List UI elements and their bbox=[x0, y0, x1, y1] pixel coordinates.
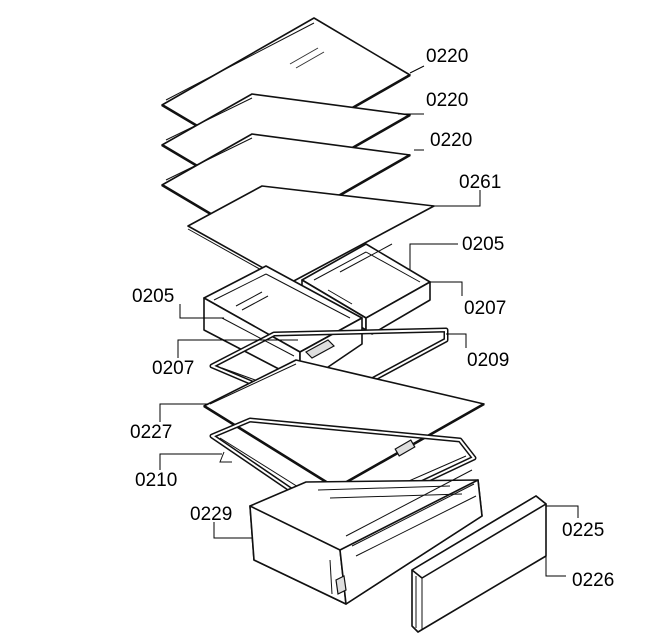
callout-0209: 0209 bbox=[467, 350, 509, 371]
callout-0261: 0261 bbox=[459, 172, 501, 193]
callout-0225: 0225 bbox=[562, 520, 604, 541]
callout-0207-right: 0207 bbox=[464, 298, 506, 319]
callout-labels: 0220 0220 0220 0261 0205 0205 0207 0207 … bbox=[130, 46, 614, 591]
callout-0229: 0229 bbox=[190, 504, 232, 525]
callout-0205-left: 0205 bbox=[132, 286, 174, 307]
crisper-bin bbox=[249, 469, 483, 605]
callout-0207-left: 0207 bbox=[152, 358, 194, 379]
callout-0220-third: 0220 bbox=[430, 130, 472, 151]
callout-0227: 0227 bbox=[130, 422, 172, 443]
callout-0220-second: 0220 bbox=[426, 90, 468, 111]
callout-leaders bbox=[159, 65, 579, 577]
callout-0210: 0210 bbox=[135, 470, 177, 491]
callout-0205-right: 0205 bbox=[462, 234, 504, 255]
callout-0226: 0226 bbox=[572, 570, 614, 591]
callout-0220-top: 0220 bbox=[426, 46, 468, 67]
